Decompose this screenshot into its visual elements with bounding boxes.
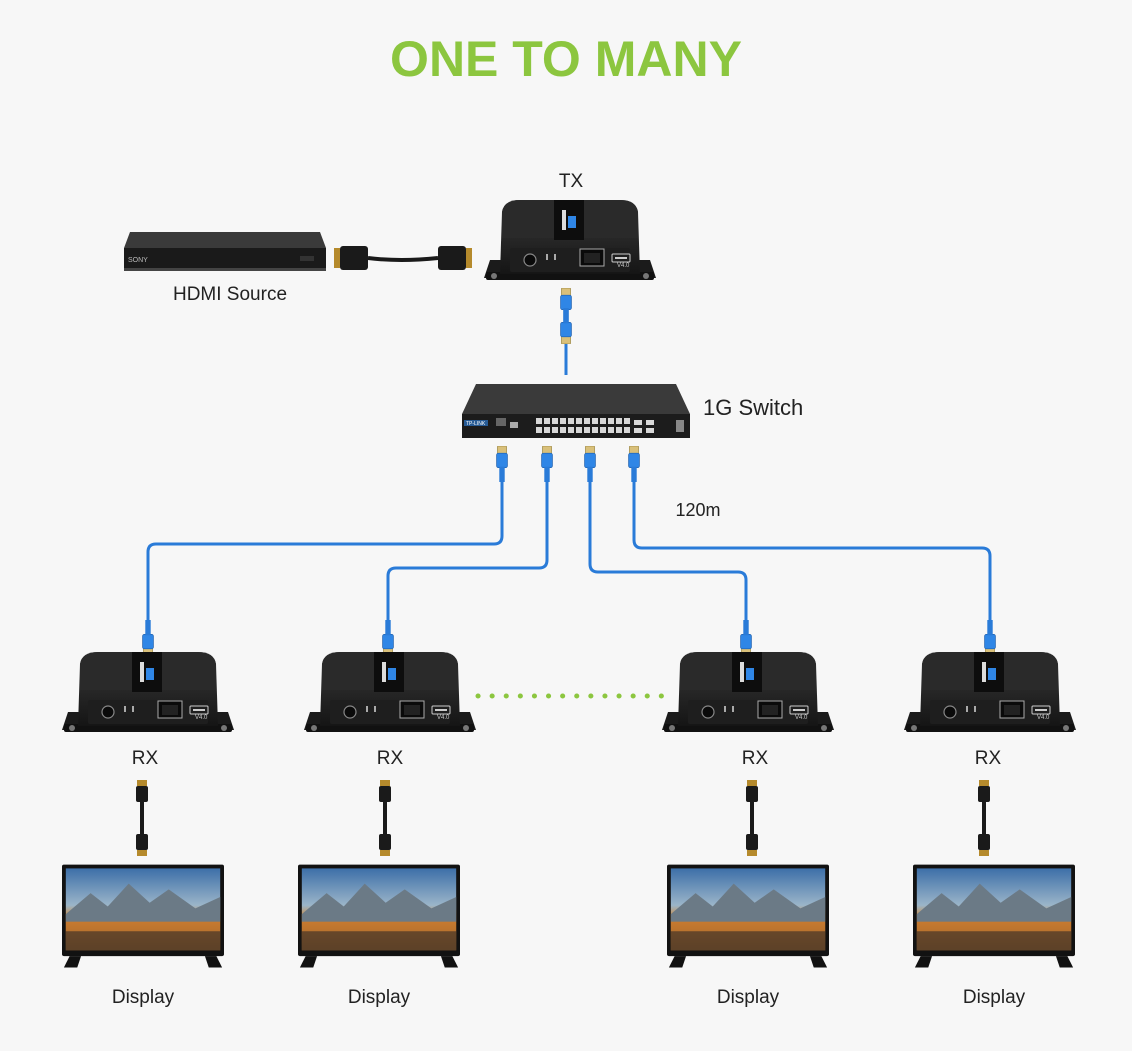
- rx-label-3: RX: [741, 748, 769, 769]
- rx-version-mark-4: V4.0: [1037, 715, 1050, 721]
- rx-cables: [146, 470, 992, 626]
- display-label-2: Display: [347, 987, 411, 1008]
- source-brand-mark: SONY: [128, 257, 148, 264]
- hdmi-cable-icon: [334, 246, 472, 270]
- tv-display-icon: [62, 864, 1075, 968]
- tx-label: TX: [558, 171, 584, 192]
- switch-label: 1G Switch: [703, 395, 804, 420]
- hdmi-source-label: HDMI Source: [172, 284, 288, 305]
- rx-label-1: RX: [131, 748, 159, 769]
- diagram-title: ONE TO MANY: [390, 31, 742, 87]
- rx-version-mark-2: V4.0: [437, 715, 450, 721]
- network-switch-icon: TP-LINK: [462, 384, 690, 438]
- display-label-4: Display: [962, 987, 1026, 1008]
- extender-icon: [61, 651, 1077, 733]
- tx-version-mark: V4.0: [617, 263, 630, 269]
- display-label-1: Display: [111, 987, 175, 1008]
- display-label-3: Display: [716, 987, 780, 1008]
- switch-brand-mark: TP-LINK: [466, 421, 486, 427]
- rx-version-marks: V4.0 V4.0 V4.0 V4.0: [195, 715, 1050, 721]
- blu-ray-player-icon: SONY: [124, 232, 326, 271]
- distance-label: 120m: [675, 500, 721, 520]
- ethernet-plug-icon: [142, 446, 996, 656]
- rx-label-4: RX: [974, 748, 1002, 769]
- rx-hdmi-cables: [136, 780, 990, 856]
- rx-version-mark-1: V4.0: [195, 715, 208, 721]
- tx-extender: V4.0: [483, 199, 657, 281]
- rx-version-mark-3: V4.0: [795, 715, 808, 721]
- rx-label-2: RX: [376, 748, 404, 769]
- tx-switch-cable: [560, 288, 572, 375]
